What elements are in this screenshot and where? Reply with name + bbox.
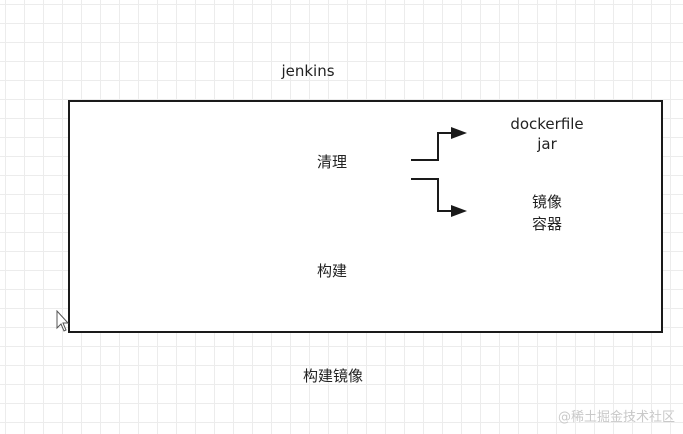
jenkins-pipeline-box: [68, 100, 663, 333]
mouse-pointer-icon: [56, 310, 70, 332]
artifact-jar-label: jar: [537, 135, 557, 153]
diagram-title: jenkins: [281, 62, 335, 80]
step-clean-label: 清理: [316, 153, 347, 171]
runtime-image-label: 镜像: [531, 193, 562, 211]
diagram-caption: 构建镜像: [302, 367, 363, 385]
watermark: @稀土掘金技术社区: [557, 410, 675, 425]
step-build-label: 构建: [316, 262, 347, 280]
runtime-container-label: 容器: [531, 215, 562, 233]
artifact-dockerfile-label: dockerfile: [510, 115, 584, 133]
